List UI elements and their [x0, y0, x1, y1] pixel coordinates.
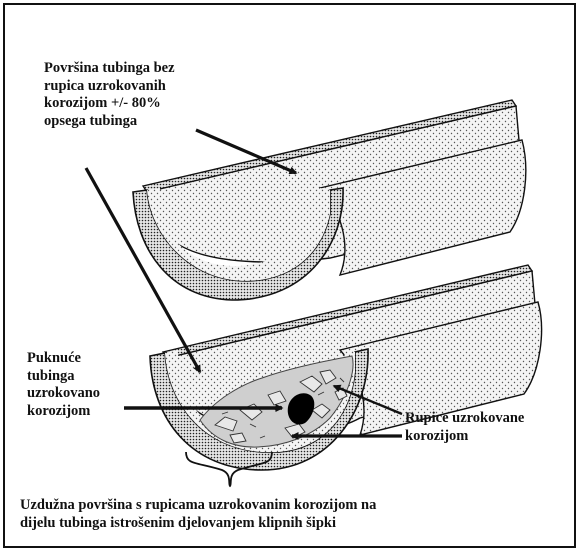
label-line: korozijom	[405, 428, 524, 446]
label-line: korozijom	[27, 403, 100, 421]
label-line: opsega tubinga	[44, 113, 175, 131]
upper-tubing-section	[133, 100, 526, 300]
label-line: dijelu tubinga istrošenim djelovanjem kl…	[20, 515, 376, 533]
label-corrosion-pits: Rupice uzrokovane korozijom	[405, 410, 524, 445]
label-line: Rupice uzrokovane	[405, 410, 524, 428]
label-line: korozijom +/- 80%	[44, 95, 175, 113]
label-line: uzrokovano	[27, 385, 100, 403]
label-line: tubinga	[27, 368, 100, 386]
label-line: rupica uzrokovanih	[44, 78, 175, 96]
label-line: Površina tubinga bez	[44, 60, 175, 78]
label-surface-without-pits: Površina tubinga bez rupica uzrokovanih …	[44, 60, 175, 130]
label-line: Uzdužna površina s rupicama uzrokovanim …	[20, 497, 376, 515]
label-longitudinal-surface: Uzdužna površina s rupicama uzrokovanim …	[20, 497, 376, 532]
label-tubing-rupture: Puknuće tubinga uzrokovano korozijom	[27, 350, 100, 420]
label-line: Puknuće	[27, 350, 100, 368]
